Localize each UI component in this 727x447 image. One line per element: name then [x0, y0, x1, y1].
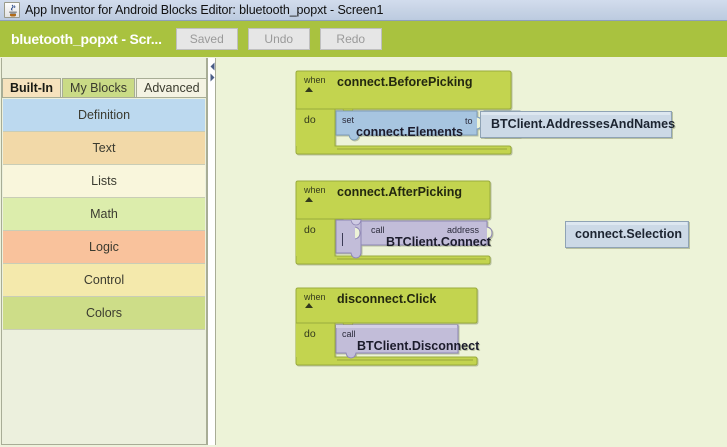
block-when-connect-afterpicking[interactable]: when connect.AfterPicking do call BTClie… — [295, 180, 511, 266]
block-collapse-caret-3[interactable] — [305, 303, 313, 308]
java-coffee-cup-icon — [4, 2, 20, 18]
block-when-disconnect-click[interactable]: when disconnect.Click do call BTClient.D… — [295, 287, 495, 367]
palette-category-colors[interactable]: Colors — [3, 297, 205, 330]
undo-button[interactable]: Undo — [247, 28, 310, 50]
tab-my-blocks[interactable]: My Blocks — [62, 78, 135, 97]
redo-button[interactable]: Redo — [319, 28, 382, 50]
chevron-left-icon[interactable] — [209, 62, 216, 71]
block-collapse-caret-2[interactable] — [305, 197, 313, 202]
blocks-canvas[interactable]: when connect.BeforePicking do set connec… — [217, 58, 727, 447]
tab-built-in[interactable]: Built-In — [2, 78, 62, 97]
block-collapse-caret-1[interactable] — [305, 87, 313, 92]
palette-category-list: Definition Text Lists Math Logic Control… — [3, 99, 205, 330]
project-title: bluetooth_popxt - Scr... — [11, 31, 162, 47]
palette-category-math[interactable]: Math — [3, 198, 205, 231]
palette-category-control[interactable]: Control — [3, 264, 205, 297]
palette-tabstrip: Built-In My Blocks Advanced — [2, 78, 206, 98]
palette-category-lists[interactable]: Lists — [3, 165, 205, 198]
value-block-connect-selection[interactable]: connect.Selection — [565, 221, 689, 249]
palette-category-definition[interactable]: Definition — [3, 99, 205, 132]
chevron-right-icon[interactable] — [209, 73, 216, 82]
palette-panel: Built-In My Blocks Advanced Definition T… — [1, 58, 207, 445]
window-titlebar: App Inventor for Android Blocks Editor: … — [0, 0, 727, 21]
panel-splitter[interactable] — [207, 58, 216, 445]
window-title: App Inventor for Android Blocks Editor: … — [25, 3, 384, 17]
saved-button[interactable]: Saved — [175, 28, 238, 50]
block-text-cursor — [342, 233, 343, 246]
value-block-btclient-addressesandnames[interactable]: BTClient.AddressesAndNames — [480, 111, 675, 139]
tab-advanced[interactable]: Advanced — [136, 78, 206, 97]
palette-category-logic[interactable]: Logic — [3, 231, 205, 264]
app-toolbar: bluetooth_popxt - Scr... Saved Undo Redo — [0, 21, 727, 57]
palette-category-text[interactable]: Text — [3, 132, 205, 165]
